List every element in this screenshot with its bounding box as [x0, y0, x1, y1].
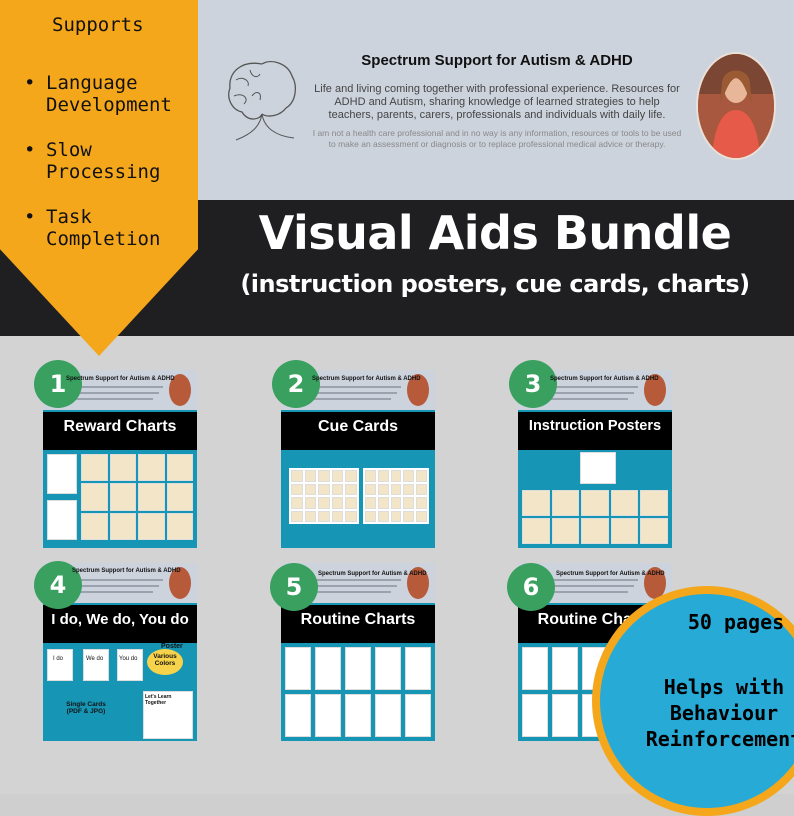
mini-avatar	[407, 567, 429, 599]
card-number-badge: 5	[270, 563, 318, 611]
card-number-badge: 1	[34, 360, 82, 408]
pages-count: 50 pages	[687, 610, 785, 634]
supports-list: Language Development Slow Processing Tas…	[22, 72, 206, 273]
mini-avatar	[169, 567, 191, 599]
card-mini-title: Spectrum Support for Autism & ADHD	[556, 571, 665, 577]
card-number-badge: 6	[507, 563, 555, 611]
card-preview: I do We do You do Various Colors Poster …	[43, 643, 197, 741]
supports-title: Supports	[52, 14, 144, 36]
product-card-cue-cards: Cue Cards	[281, 370, 435, 548]
card-number-badge: 4	[34, 561, 82, 609]
supports-item: Slow Processing	[22, 139, 206, 183]
card-preview	[518, 450, 672, 548]
various-colors-badge: Various Colors	[147, 649, 183, 675]
card-mini-title: Spectrum Support for Autism & ADHD	[318, 571, 427, 577]
brand-title: Spectrum Support for Autism & ADHD	[361, 52, 633, 69]
headline-subtitle: (instruction posters, cue cards, charts)	[240, 270, 750, 298]
brand-block: Spectrum Support for Autism & ADHD Life …	[312, 52, 682, 150]
card-label: Instruction Posters	[528, 418, 662, 434]
poster-label: Poster	[161, 643, 183, 650]
card-mini-title: Spectrum Support for Autism & ADHD	[312, 376, 421, 382]
single-cards-label: Single Cards (PDF & JPG)	[66, 701, 106, 715]
mini-avatar	[644, 567, 666, 599]
badge-benefit: Helps with Behaviour Reinforcement	[645, 675, 794, 751]
brain-logo-icon	[228, 61, 297, 141]
you-do-card: You do	[119, 656, 138, 662]
card-label: Cue Cards	[317, 418, 399, 435]
card-number-badge: 3	[509, 360, 557, 408]
headline-title: Visual Aids Bundle	[258, 206, 732, 260]
mini-avatar	[644, 374, 666, 406]
author-photo	[696, 52, 776, 160]
card-preview	[281, 643, 435, 741]
card-mini-title: Spectrum Support for Autism & ADHD	[550, 376, 659, 382]
brand-disclaimer: I am not a health care professional and …	[312, 128, 682, 149]
we-do-card: We do	[86, 656, 104, 662]
card-mini-title: Spectrum Support for Autism & ADHD	[72, 568, 181, 574]
card-preview	[281, 450, 435, 548]
card-label: Reward Charts	[63, 418, 177, 435]
mini-avatar	[407, 374, 429, 406]
brand-tagline: Life and living coming together with pro…	[314, 83, 680, 121]
mini-avatar	[169, 374, 191, 406]
card-number-badge: 2	[272, 360, 320, 408]
supports-item: Language Development	[22, 72, 206, 116]
i-do-card: I do	[53, 656, 64, 662]
card-mini-title: Spectrum Support for Autism & ADHD	[66, 376, 175, 382]
card-label: Routine Charts	[300, 611, 416, 628]
lets-learn-label: Let's Learn Together	[145, 694, 172, 706]
card-preview	[43, 450, 197, 548]
supports-item: Task Completion	[22, 206, 206, 250]
card-label: I do, We do, You do	[51, 611, 189, 628]
